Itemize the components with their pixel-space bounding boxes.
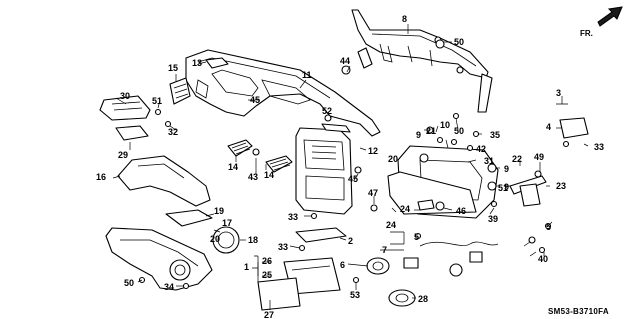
callout-47: 50 (124, 278, 134, 288)
diagram-code: SM53-B3710FA (548, 307, 609, 316)
callout-49: 53 (350, 290, 360, 300)
callout-39: 43 (248, 172, 258, 182)
callout-14-center: 14 (264, 170, 274, 180)
callout-37-mid: 39 (488, 214, 498, 224)
callout-14-left: 14 (228, 162, 238, 172)
callout-48: 51 (498, 183, 508, 193)
callout-2: 2 (348, 236, 353, 246)
callout-27: 26 (262, 256, 272, 266)
steering-hanger-beam (351, 9, 493, 113)
callout-11: 11 (302, 70, 312, 80)
callout-9-lower: 9 (504, 182, 509, 192)
glove-box-door (387, 171, 477, 215)
callout-50-left: 51 (152, 96, 162, 106)
cigar-lighter (366, 257, 390, 275)
callout-23: 22 (512, 154, 522, 164)
callout-45-mid: 50 (454, 126, 464, 136)
callout-12: 12 (368, 146, 378, 156)
callout-26: 25 (262, 270, 272, 280)
front-direction-label: FR. (580, 29, 593, 38)
callout-22: 21 (426, 126, 436, 136)
callout-10: 10 (440, 120, 450, 130)
callout-35: 34 (164, 282, 174, 292)
callout-42: 45 (250, 95, 260, 105)
left-bracket-assembly (99, 95, 162, 141)
column-lower-cover (105, 227, 213, 291)
callout-50-center: 52 (322, 106, 332, 116)
callout-19: 19 (214, 206, 224, 216)
callout-33-center: 33 (288, 212, 298, 222)
front-direction-arrow: FR. (580, 6, 623, 38)
callout-33-left: 32 (168, 127, 178, 137)
callout-8: 8 (402, 14, 407, 24)
side-air-vent (169, 77, 191, 105)
right-bracket-assembly (519, 117, 589, 207)
switch-harness (403, 241, 499, 277)
callout-17: 17 (222, 218, 232, 228)
callout-28: 27 (264, 310, 274, 319)
callout-25: 24 (386, 220, 396, 230)
callout-43: 46 (456, 206, 466, 216)
callout-37-lower: 40 (538, 254, 548, 264)
callout-1: 1 (244, 262, 249, 272)
callout-32: 31 (484, 156, 494, 166)
callout-38: 42 (476, 144, 486, 154)
leader-lines (112, 24, 589, 310)
callout-7: 7 (382, 245, 387, 255)
callout-29: 28 (418, 294, 428, 304)
callout-34: 33 (594, 142, 604, 152)
callout-9-right: 9 (504, 164, 509, 174)
callout-45-top: 50 (454, 37, 464, 47)
callout-4: 4 (546, 122, 551, 132)
vent-bracket (205, 57, 229, 69)
callout-6: 6 (340, 260, 345, 270)
ashtray-socket (388, 289, 416, 307)
callout-20: 20 (210, 234, 220, 244)
callout-15: 15 (168, 63, 178, 73)
center-tray (257, 277, 301, 311)
callout-24: 23 (556, 181, 566, 191)
callout-41: 45 (348, 174, 358, 184)
callout-21: 20 (388, 154, 398, 164)
callout-25b: 24 (400, 204, 410, 214)
callout-31: 30 (120, 91, 130, 101)
dashboard-vent-left (227, 139, 253, 157)
callout-51: 5 (546, 222, 551, 232)
dashboard-vent-center (265, 155, 293, 173)
callout-13: 13 (192, 58, 202, 68)
callout-46: 49 (534, 152, 544, 162)
callout-9: 9 (416, 130, 421, 140)
ignition-ring (212, 226, 240, 254)
knee-bracket (165, 209, 213, 227)
center-lower-bracket (295, 227, 347, 243)
dashboard-panel (185, 49, 381, 215)
callout-44: 47 (368, 188, 378, 198)
callout-3: 3 (556, 88, 561, 98)
callout-labels: 8 50 44 11 45 13 15 30 51 32 29 16 14 14… (96, 14, 604, 319)
callout-33-lower: 33 (278, 242, 288, 252)
callout-40: 44 (340, 56, 350, 66)
column-upper-cover (117, 155, 211, 207)
callout-16: 16 (96, 172, 106, 182)
callout-30: 29 (118, 150, 128, 160)
callout-5-upper: 5 (414, 232, 419, 242)
callout-18: 18 (248, 235, 258, 245)
callout-36: 35 (490, 130, 500, 140)
